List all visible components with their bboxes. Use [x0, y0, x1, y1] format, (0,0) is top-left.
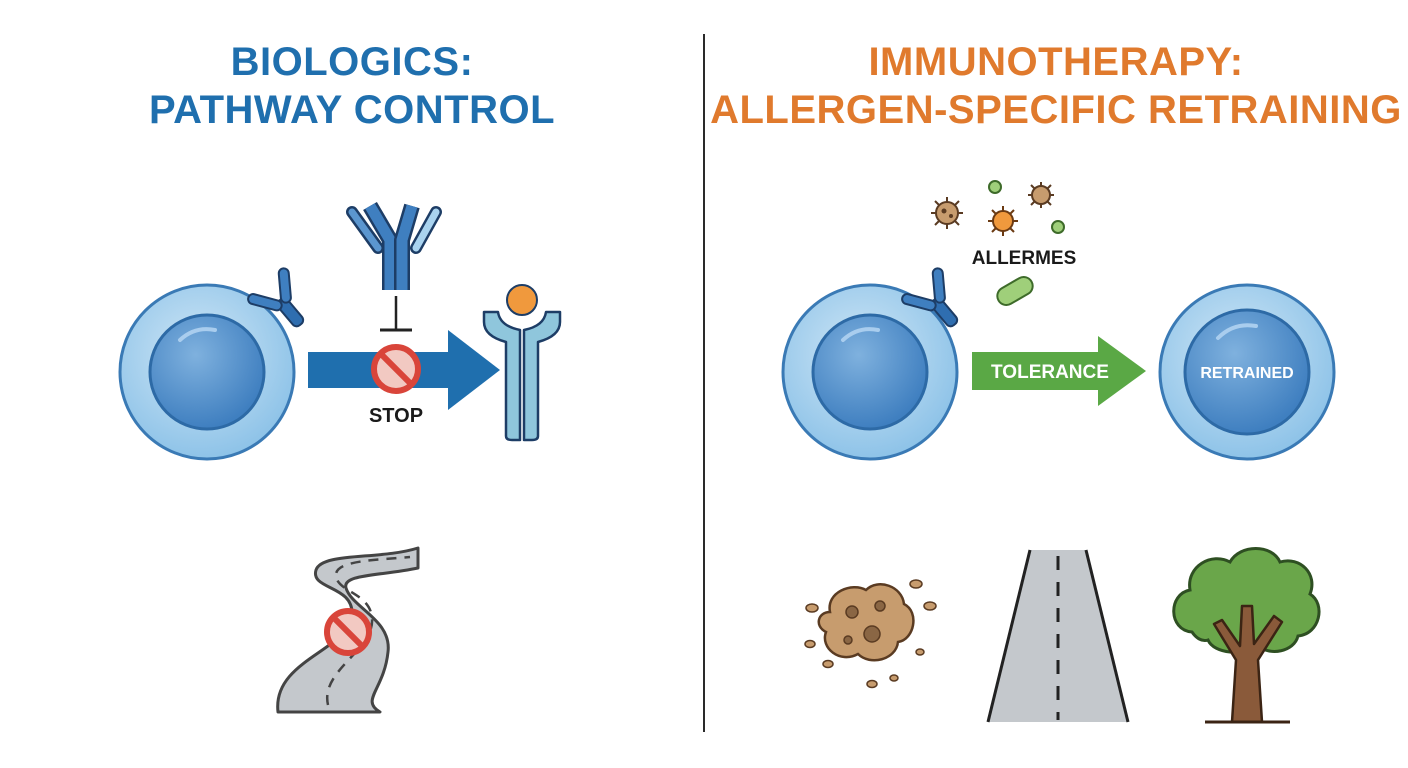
stop-label: STOP — [369, 405, 423, 427]
tree-icon — [1172, 547, 1321, 724]
retrained-label: RETRAINED — [1200, 365, 1293, 382]
immunotherapy-title: IMMUNOTHERAPY: ALLERGEN-SPECIFIC RETRAIN… — [704, 38, 1408, 134]
dust-clump-icon — [804, 579, 937, 689]
receptor-icon — [482, 284, 562, 442]
allergens-label: ALLERMES — [972, 248, 1077, 269]
cell-receptor-icon-right — [901, 267, 959, 328]
inhibition-marker — [380, 296, 412, 332]
allergen-particle-icon — [931, 180, 1065, 236]
immune-cell-icon — [118, 283, 296, 461]
biologics-title-line2: PATHWAY CONTROL — [148, 88, 556, 132]
stop-sign-icon — [371, 344, 421, 394]
antibody-icon — [346, 201, 442, 290]
panel-divider — [703, 34, 705, 732]
bacteria-icon — [996, 276, 1034, 306]
tolerance-arrow-icon — [972, 336, 1146, 406]
road-stop-sign-icon — [324, 608, 372, 656]
retrained-cell-icon — [1158, 283, 1336, 461]
biologics-title: BIOLOGICS: PATHWAY CONTROL — [0, 38, 704, 134]
biologics-title-line1: BIOLOGICS: — [230, 40, 474, 84]
immunotherapy-title-line1: IMMUNOTHERAPY: — [868, 40, 1244, 84]
tolerance-label: TOLERANCE — [991, 362, 1109, 383]
immune-cell-icon-right — [781, 283, 959, 461]
biologics-panel: BIOLOGICS: PATHWAY CONTROL — [0, 38, 704, 134]
immunotherapy-panel: IMMUNOTHERAPY: ALLERGEN-SPECIFIC RETRAIN… — [704, 0, 1408, 768]
cell-receptor-icon — [247, 267, 305, 328]
straight-road-icon — [986, 549, 1130, 723]
immunotherapy-title-line2: ALLERGEN-SPECIFIC RETRAINING — [710, 88, 1402, 132]
